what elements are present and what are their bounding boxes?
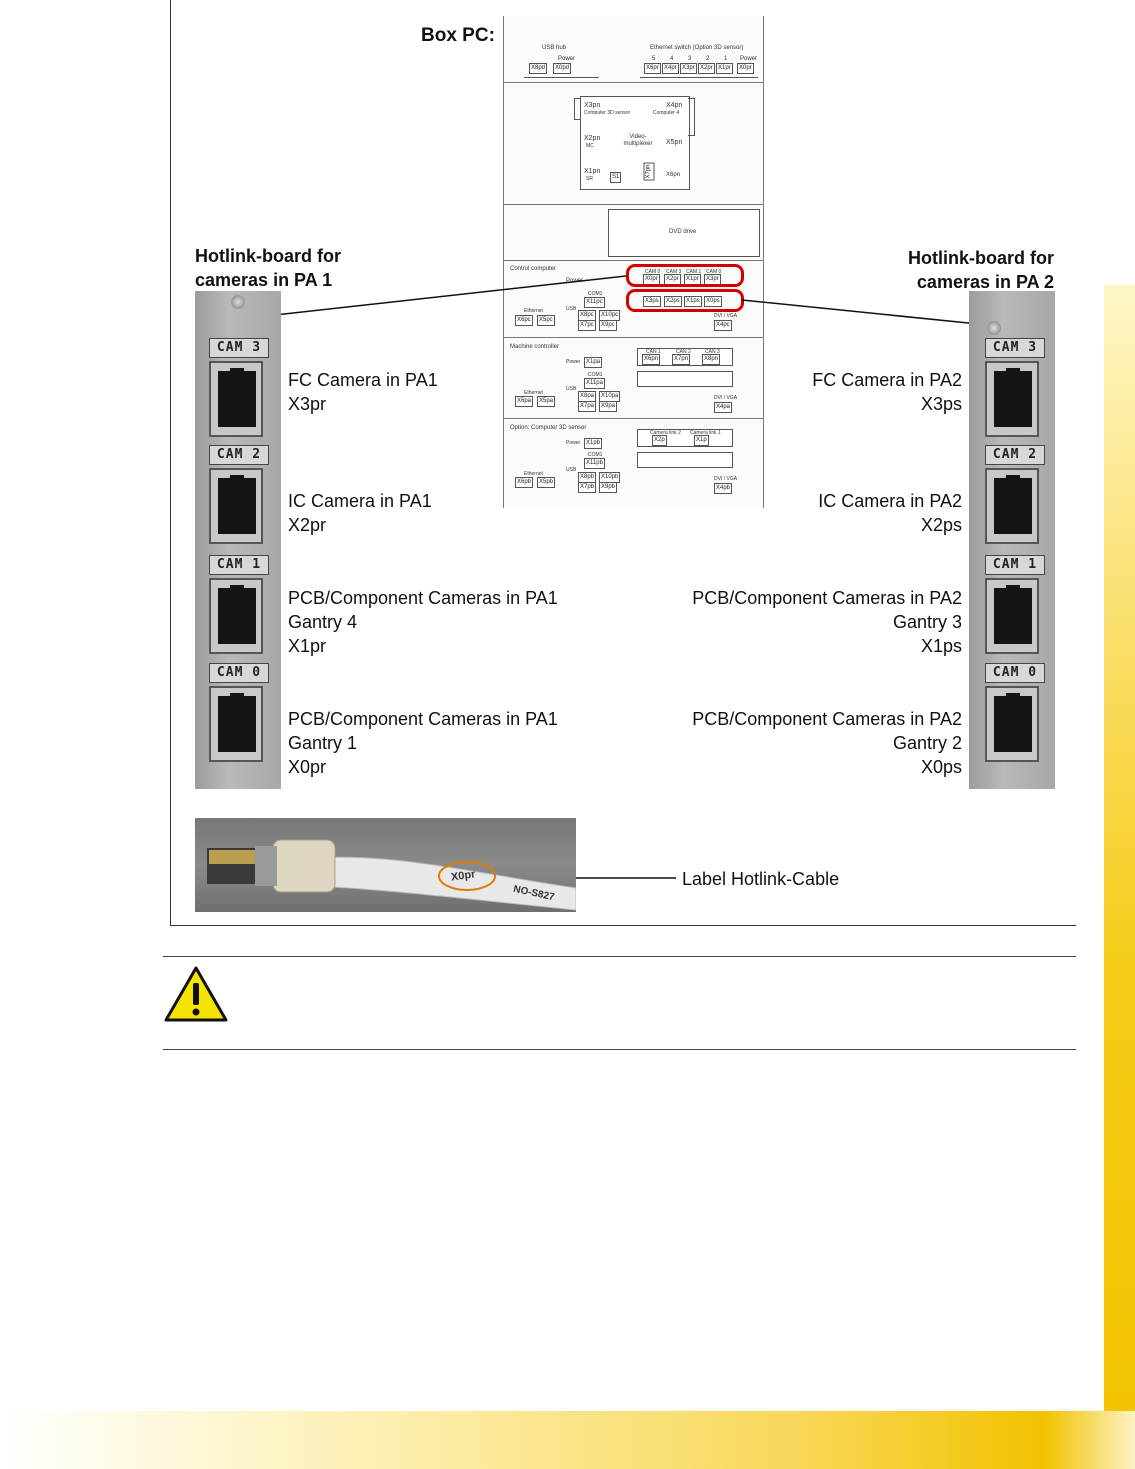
hotlink-cable-photo: X0pr NO-S827 xyxy=(195,818,576,912)
bottom-accent-bar xyxy=(0,1411,1135,1469)
cam-tag-3: CAM 3 xyxy=(985,338,1045,358)
pa2-gantry2-port: X0ps xyxy=(640,755,962,779)
pa1-gantry4: Gantry 4 xyxy=(288,610,357,634)
pa1-ic-camera: IC Camera in PA1 xyxy=(288,489,432,513)
side-accent-bar xyxy=(1104,285,1135,1411)
cam-tag-0: CAM 0 xyxy=(985,663,1045,683)
cam-tag-0: CAM 0 xyxy=(209,663,269,683)
pa2-ic-port: X2ps xyxy=(640,513,962,537)
pa1-pcb-camera-gantry1: PCB/Component Cameras in PA1 xyxy=(288,707,558,731)
pa1-gantry4-port: X1pr xyxy=(288,634,326,658)
rj45-jack-icon xyxy=(209,686,263,762)
hotlink-left-title-1: Hotlink-board for xyxy=(195,244,341,268)
cable-label-caption: Label Hotlink-Cable xyxy=(682,867,839,891)
leader-line-pa2 xyxy=(742,300,988,325)
rj45-jack-icon xyxy=(209,468,263,544)
pa2-gantry2: Gantry 2 xyxy=(640,731,962,755)
pa1-fc-camera: FC Camera in PA1 xyxy=(288,368,438,392)
pa1-ic-port: X2pr xyxy=(288,513,326,537)
cam-tag-1: CAM 1 xyxy=(209,555,269,575)
warning-bottom-rule xyxy=(163,1049,1076,1050)
pa2-gantry3: Gantry 3 xyxy=(640,610,962,634)
hotlink-board-pa1: CAM 3 CAM 2 CAM 1 CAM 0 xyxy=(195,291,281,789)
warning-top-rule xyxy=(163,956,1076,957)
cam-tag-2: CAM 2 xyxy=(209,445,269,465)
cam-tag-1: CAM 1 xyxy=(985,555,1045,575)
hotlink-right-title-1: Hotlink-board for xyxy=(854,246,1054,270)
rj45-jack-icon xyxy=(985,468,1039,544)
pa2-fc-camera: FC Camera in PA2 xyxy=(640,368,962,392)
cable-icon xyxy=(195,818,576,912)
pa2-gantry3-port: X1ps xyxy=(640,634,962,658)
pa1-fc-port: X3pr xyxy=(288,392,326,416)
rj45-jack-icon xyxy=(209,578,263,654)
pa1-pcb-camera-gantry4: PCB/Component Cameras in PA1 xyxy=(288,586,558,610)
pa1-gantry1-port: X0pr xyxy=(288,755,326,779)
screw-icon xyxy=(987,321,1001,335)
hotlink-left-title-2: cameras in PA 1 xyxy=(195,268,332,292)
pa2-pcb-camera-gantry3: PCB/Component Cameras in PA2 xyxy=(640,586,962,610)
pa2-pcb-camera-gantry2: PCB/Component Cameras in PA2 xyxy=(640,707,962,731)
cam-tag-2: CAM 2 xyxy=(985,445,1045,465)
pa2-fc-port: X3ps xyxy=(640,392,962,416)
pa1-gantry1: Gantry 1 xyxy=(288,731,357,755)
screw-icon xyxy=(231,295,245,309)
hotlink-board-pa2: CAM 3 CAM 2 CAM 1 CAM 0 xyxy=(969,291,1055,789)
cam-tag-3: CAM 3 xyxy=(209,338,269,358)
rj45-jack-icon xyxy=(209,361,263,437)
pa2-ic-camera: IC Camera in PA2 xyxy=(640,489,962,513)
rj45-jack-icon xyxy=(985,361,1039,437)
rj45-jack-icon xyxy=(985,578,1039,654)
rj45-jack-icon xyxy=(985,686,1039,762)
warning-icon xyxy=(163,965,229,1023)
leader-lines xyxy=(0,0,1135,926)
